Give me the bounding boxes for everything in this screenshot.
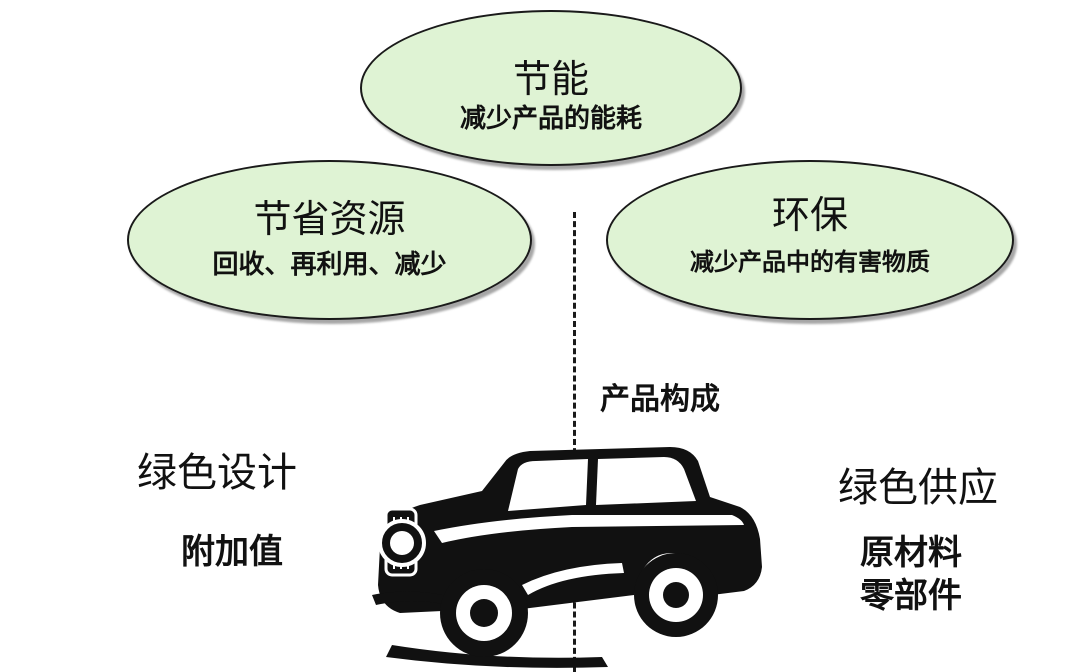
added-value-label: 附加值 [181, 532, 283, 572]
green-supply-heading: 绿色供应 [838, 465, 998, 511]
dashed-divider-line [573, 212, 576, 672]
energy-saving-title: 节能 [512, 57, 589, 101]
ellipse-resource-saving: 节省资源 回收、再利用、减少 [127, 160, 532, 320]
resource-saving-title: 节省资源 [253, 197, 406, 241]
environmental-subtitle: 减少产品中的有害物质 [690, 248, 930, 276]
vintage-car-icon [372, 447, 762, 668]
environmental-title: 环保 [771, 193, 848, 237]
raw-materials-label: 原材料 [860, 533, 962, 573]
energy-saving-subtitle: 减少产品的能耗 [459, 104, 642, 134]
resource-saving-subtitle: 回收、再利用、减少 [212, 250, 447, 280]
product-composition-label: 产品构成 [600, 382, 720, 417]
ellipse-environmental: 环保 减少产品中的有害物质 [606, 160, 1014, 320]
ellipse-energy-saving: 节能 减少产品的能耗 [360, 10, 742, 166]
green-design-heading: 绿色设计 [137, 450, 297, 496]
components-label: 零部件 [860, 576, 962, 616]
